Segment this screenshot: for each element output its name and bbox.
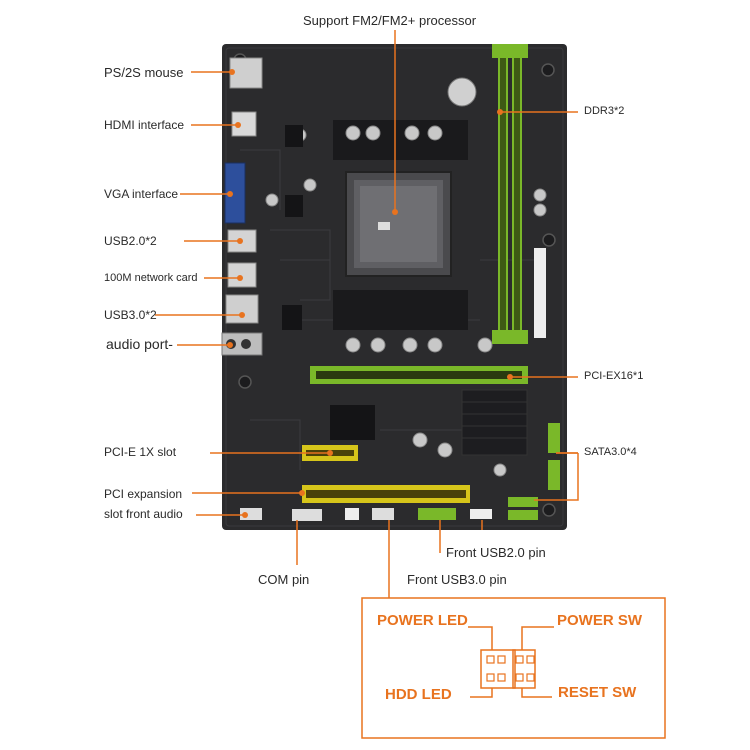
sata-ports — [508, 423, 560, 520]
label-front-audio: slot front audio — [104, 507, 183, 521]
caption-power-sw: POWER SW — [557, 612, 642, 629]
callout-dots — [227, 69, 513, 518]
caption-hdd-led: HDD LED — [385, 686, 452, 703]
label-usb3: USB3.0*2 — [104, 308, 157, 322]
label-pci-expansion: PCI expansion — [104, 487, 183, 501]
front-headers — [240, 508, 492, 521]
label-vga: VGA interface — [104, 187, 179, 201]
ddr3-slots — [492, 44, 528, 344]
label-ps2-mouse: PS/2S mouse — [104, 65, 184, 80]
rear-io — [221, 57, 263, 356]
front-panel-pins — [486, 655, 535, 682]
cmos-battery — [447, 77, 477, 107]
front-panel-header — [468, 626, 554, 698]
label-sata: SATA3.0*4 — [584, 446, 637, 458]
label-ddr3: DDR3*2 — [584, 105, 625, 117]
label-com-pin: COM pin — [258, 572, 310, 587]
label-pci-ex16: PCI-EX16*1 — [584, 370, 644, 382]
label-processor: Support FM2/FM2+ processor — [303, 13, 477, 28]
label-network-card: 100M network card — [104, 272, 198, 284]
label-front-usb2: Front USB2.0 pin — [446, 545, 546, 560]
heatsink — [461, 389, 528, 456]
label-usb2: USB2.0*2 — [104, 234, 157, 248]
cpu-socket — [333, 120, 468, 330]
caption-power-led: POWER LED — [377, 612, 468, 629]
caption-reset-sw: RESET SW — [558, 684, 637, 701]
pci-ex16-slot — [310, 366, 528, 384]
label-front-usb3: Front USB3.0 pin — [407, 572, 507, 587]
label-pcie-1x: PCI-E 1X slot — [104, 445, 177, 459]
callout-lines — [155, 30, 579, 598]
pci-slot — [302, 485, 470, 503]
label-audio-port: audio port- — [106, 336, 173, 352]
label-hdmi: HDMI interface — [104, 118, 185, 132]
atx-power-connector — [534, 248, 546, 338]
